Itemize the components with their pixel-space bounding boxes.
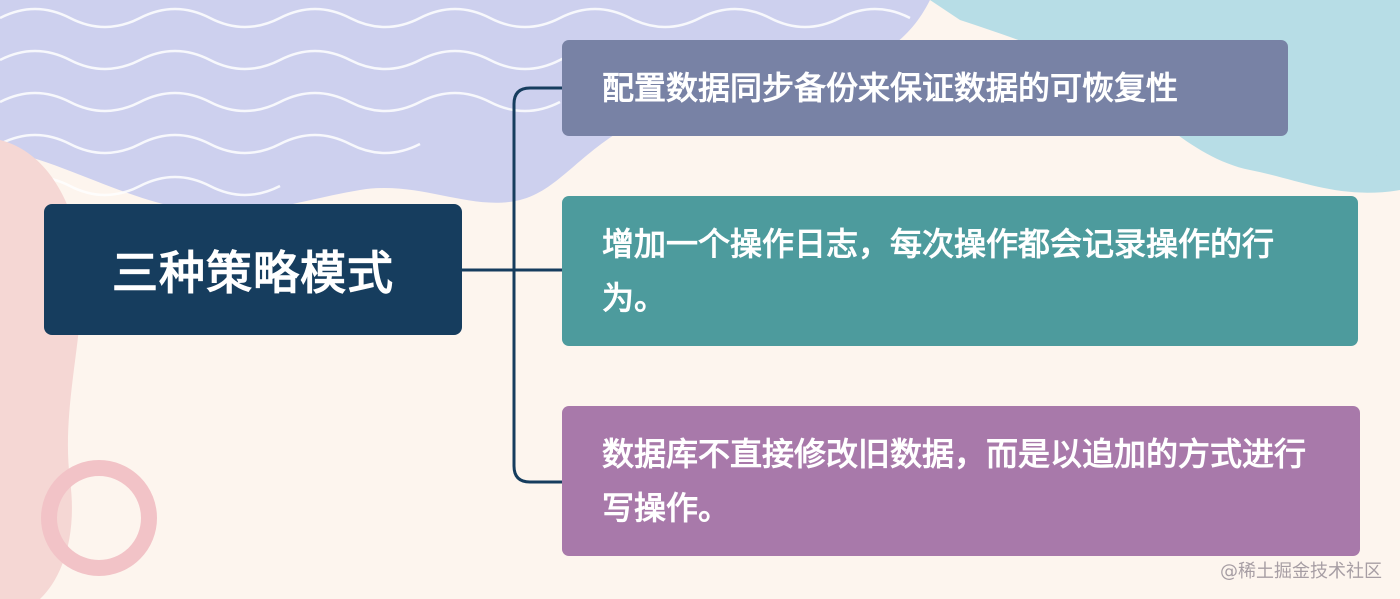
branch-node-1-text: 配置数据同步备份来保证数据的可恢复性 xyxy=(602,69,1179,107)
branch-node-1: 配置数据同步备份来保证数据的可恢复性 xyxy=(562,40,1288,136)
root-node-label: 三种策略模式 xyxy=(112,245,394,300)
connector-lines xyxy=(462,86,562,484)
blue-dot xyxy=(1376,136,1400,184)
branch-node-3: 数据库不直接修改旧数据，而是以追加的方式进行写操作。 xyxy=(562,406,1360,556)
connector-trunk xyxy=(512,86,562,484)
branch-node-3-text: 数据库不直接修改旧数据，而是以追加的方式进行写操作。 xyxy=(602,435,1307,527)
branch-node-2: 增加一个操作日志，每次操作都会记录操作的行为。 xyxy=(562,196,1358,346)
root-node: 三种策略模式 xyxy=(44,204,462,335)
watermark: @稀土掘金技术社区 xyxy=(1220,561,1382,582)
pink-ring xyxy=(41,460,157,576)
branch-node-2-text: 增加一个操作日志，每次操作都会记录操作的行为。 xyxy=(602,225,1275,317)
